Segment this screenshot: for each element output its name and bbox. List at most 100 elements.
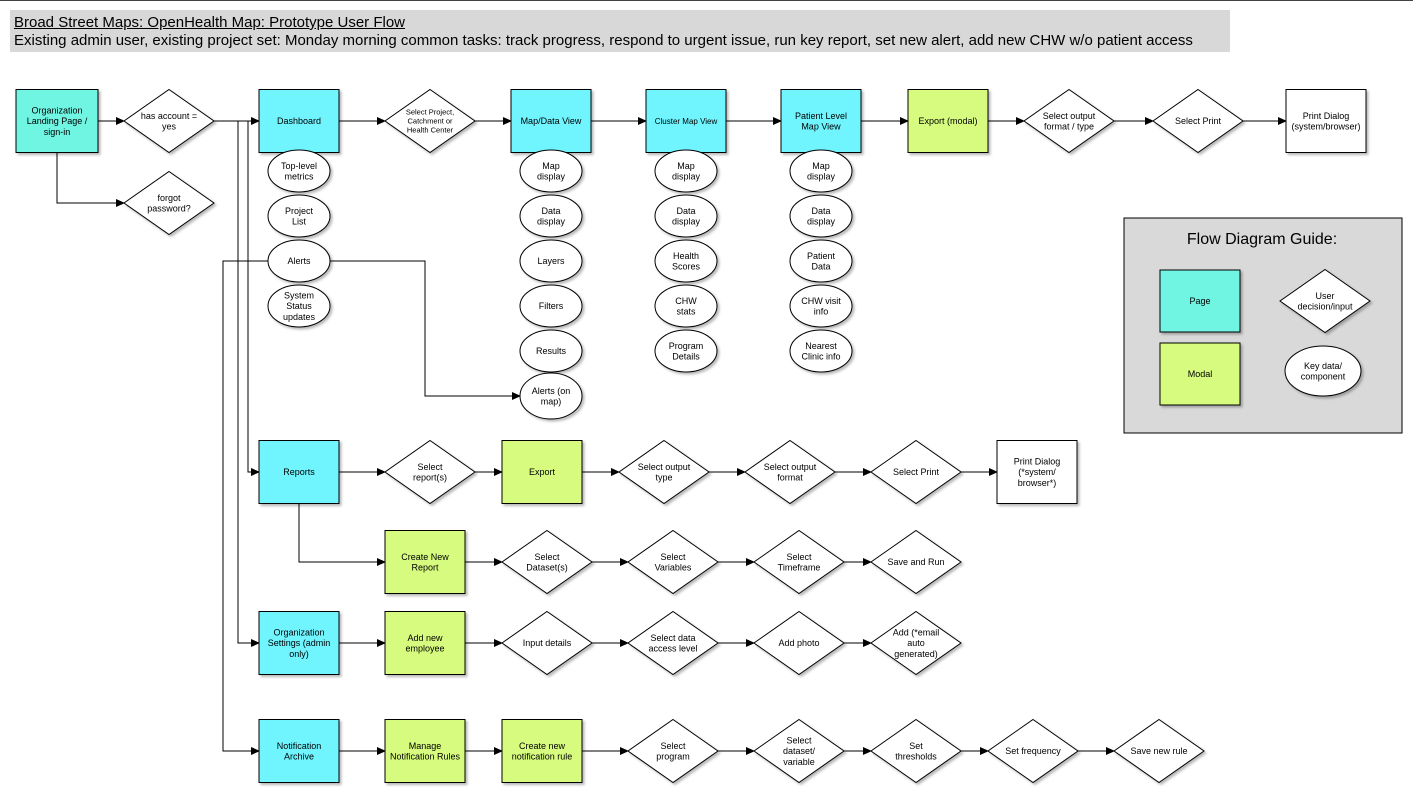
node-has-account: has account =yes <box>123 88 215 154</box>
forgot-password-connector <box>56 152 125 207</box>
node-select-reports-diamond <box>384 439 476 505</box>
node-map-filters-label: Filters <box>539 301 564 311</box>
guide-component-example: Key data/component <box>1284 345 1362 397</box>
node-cluster-chw-stats-ellipse <box>654 284 718 328</box>
node-cluster-data-display-ellipse <box>654 194 718 238</box>
node-add-new-employee-box <box>384 611 466 675</box>
diagram-subtitle: Existing admin user, existing project se… <box>14 32 1193 49</box>
node-map-filters-ellipse <box>519 284 583 328</box>
node-create-new-report-box <box>384 530 466 594</box>
guide-page-example-box <box>1159 269 1241 333</box>
node-print-dialog-reports-box <box>996 440 1078 504</box>
node-create-notification-rule-box <box>501 719 583 783</box>
node-export-modal-label: Export (modal) <box>918 116 977 126</box>
diagram-title: Broad Street Maps: OpenHealth Map: Proto… <box>14 14 406 31</box>
node-map-alerts-ellipse <box>519 372 583 420</box>
node-set-frequency-label: Set frequency <box>1005 746 1061 756</box>
node-save-new-rule-label: Save new rule <box>1130 746 1187 756</box>
node-org-settings-box <box>258 611 340 675</box>
guide-page-example: Page <box>1159 269 1241 333</box>
node-cluster-map-view-label: Cluster Map View <box>655 117 718 126</box>
node-dash-alerts-ellipse <box>267 239 331 283</box>
node-dash-alerts: Alerts <box>267 239 331 283</box>
node-add-photo-label: Add photo <box>778 638 819 648</box>
node-select-variables-diamond <box>627 529 719 595</box>
node-set-thresholds-diamond <box>870 718 962 784</box>
node-select-dataset-variable-diamond <box>753 718 845 784</box>
node-save-new-rule: Save new rule <box>1113 718 1205 784</box>
node-select-print-top: Select Print <box>1152 88 1244 154</box>
node-select-output-format-type-diamond <box>1023 88 1115 154</box>
node-has-account-label: has account =yes <box>141 111 197 132</box>
node-print-dialog-top: Print Dialog(system/browser) <box>1285 89 1367 153</box>
node-patient-data-display-ellipse <box>789 194 853 238</box>
guide-title: Flow Diagram Guide: <box>1187 231 1337 248</box>
node-map-results: Results <box>519 329 583 373</box>
node-export-box <box>501 440 583 504</box>
node-set-frequency: Set frequency <box>987 718 1079 784</box>
guide-decision-example-diamond <box>1279 268 1371 334</box>
node-map-map-display-ellipse <box>519 149 583 193</box>
node-select-output-type-diamond <box>618 439 710 505</box>
node-select-print-reports: Select Print <box>870 439 962 505</box>
node-map-data-view-label: Map/Data View <box>521 116 582 126</box>
node-cluster-map-view-box <box>645 89 727 153</box>
node-map-results-ellipse <box>519 329 583 373</box>
node-save-and-run-diamond <box>870 529 962 595</box>
node-has-account-diamond <box>123 88 215 154</box>
node-patient-chw-visit-ellipse <box>789 284 853 328</box>
node-patient-nearest-clinic-ellipse <box>789 329 853 373</box>
node-map-layers: Layers <box>519 239 583 283</box>
node-forgot-password-diamond <box>123 170 215 236</box>
node-map-data-view: Map/Data View <box>510 89 592 153</box>
node-select-print-reports-label: Select Print <box>893 467 940 477</box>
node-print-dialog-top-label: Print Dialog(system/browser) <box>1291 111 1360 132</box>
guide-modal-example-box <box>1159 342 1241 406</box>
node-select-program-diamond <box>627 718 719 784</box>
node-patient-level-map-box <box>780 89 862 153</box>
node-manage-notification-rules-box <box>384 719 466 783</box>
node-add-photo-diamond <box>753 610 845 676</box>
